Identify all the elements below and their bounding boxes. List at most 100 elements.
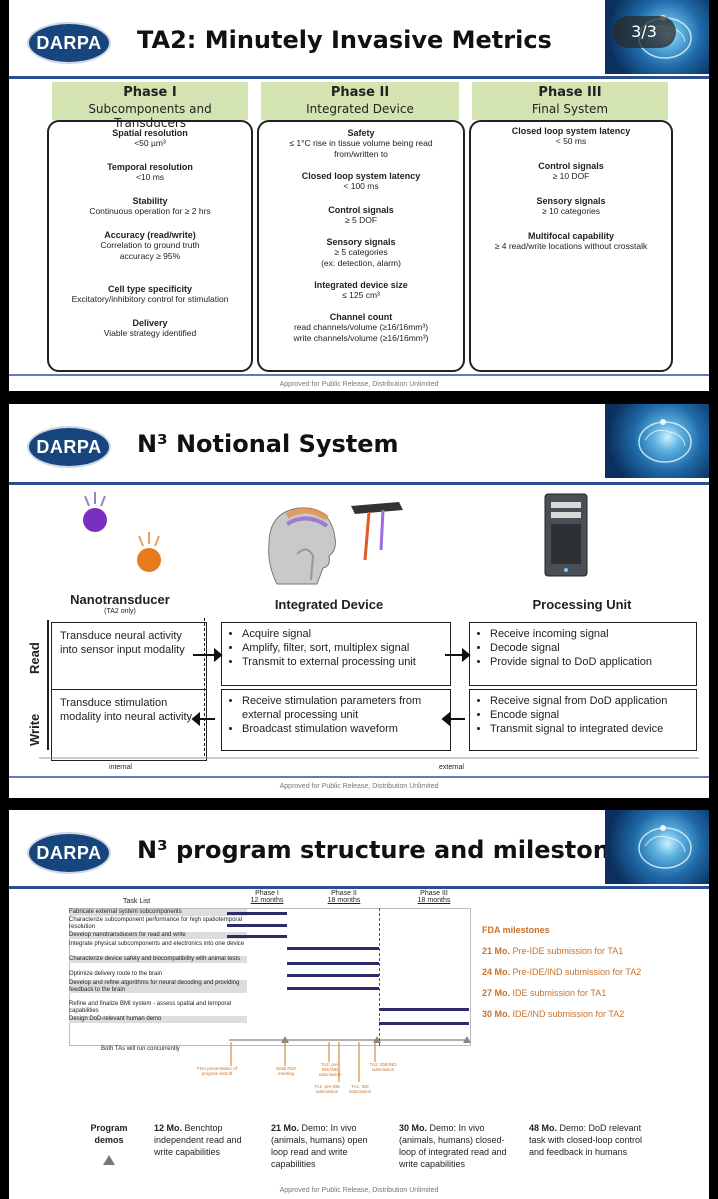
phase-1-subtitle: Subcomponents and Transducers [88,102,212,130]
fda-title: FDA milestones [482,925,550,935]
demo-month: 21 Mo. [271,1123,300,1133]
phase-duration: 12 months [250,897,284,904]
nanotransducer-icon [83,492,161,572]
phase-1-label: Phase I 12 months [237,890,297,904]
read-device-item: Transmit to external processing unit [242,655,446,669]
darpa-logo: DARPA [27,426,111,468]
slide-notional-system: DARPA N³ Notional System [9,404,709,798]
phase-duration: 18 months [417,897,451,904]
metric-value: Excitatory/inhibitory control for stimul… [71,294,229,304]
metric-value: Continuous operation for ≥ 2 hrs [89,206,211,216]
phase-duration: 18 months [327,897,361,904]
write-nano-box: Transduce stimulation modality into neur… [51,689,207,761]
phase-3-label: Phase III 18 months [399,890,469,904]
fda-month: 27 Mo. [482,988,511,998]
fda-text: IDE/IND submission for TA2 [512,1009,625,1019]
gantt-bar [379,1008,469,1011]
milestone-label: TA2: pre-IDE/IND submission [318,1062,342,1077]
metric-name: Control signals [538,161,604,171]
task-row: Design DoD-relevant human demo [69,1016,247,1023]
demo-text: Benchtop independent read and write capa… [154,1123,242,1157]
demo-month: 30 Mo. [399,1123,428,1133]
demo-text: Demo: In vivo (animals, humans) open loo… [271,1123,368,1169]
metric-value: Correlation to ground truth [100,240,200,250]
header-rule [9,886,709,889]
phase-3-metrics: Closed loop system latency < 50 ms Contr… [469,120,673,372]
read-nano-text: Transduce neural activity into sensor in… [60,630,185,656]
task-row: Develop and refine algorithms for neural… [69,980,247,993]
slide-title: N³ Notional System [137,430,399,458]
slide-program-structure: DARPA N³ program structure and milestone… [9,810,709,1199]
computer-icon [544,493,588,577]
write-proc-item: Encode signal [490,708,692,722]
task-row: Optimize delivery route to the brain [69,971,163,977]
demo-month: 48 Mo. [529,1123,558,1133]
metric-value: ≥ 10 categories [541,206,601,216]
metric-value: <50 µm³ [134,138,166,148]
gantt-bar [227,924,287,927]
phase-2-subtitle: Integrated Device [306,102,414,116]
read-device-box: Acquire signal Amplify, filter, sort, mu… [221,622,451,686]
internal-label: internal [109,764,132,771]
demo-item: 48 Mo. Demo: DoD relevant task with clos… [529,1122,647,1158]
metric-name: Safety [347,128,375,138]
external-label: external [439,764,464,771]
integrated-device-label: Integrated Device [274,597,384,612]
concurrent-note: Both TAs will run concurrently [101,1046,180,1052]
metric-name: Multifocal capability [527,231,614,241]
footer-text: Approved for Public Release, Distributio… [279,783,439,790]
read-proc-item: Decode signal [490,641,692,655]
metric-value: ≥ 5 categories [334,247,388,257]
phase-divider [379,908,380,1046]
ta2-only-label: (TA2 only) [104,608,136,615]
phase-3-header: Phase III Final System [472,82,668,120]
darpa-logo: DARPA [27,832,111,874]
slide-title: N³ program structure and milestones [137,836,641,864]
metric-name: Sensory signals [536,196,606,206]
milestone-markers [103,1036,471,1165]
demo-item: 21 Mo. Demo: In vivo (animals, humans) o… [271,1122,387,1170]
phase-3-subtitle: Final System [531,102,609,116]
phase-1-header: Phase I Subcomponents and Transducers [52,82,248,130]
metric-name: Sensory signals [326,237,396,247]
write-device-item: Broadcast stimulation waveform [242,722,446,736]
milestone-label: TA1: pre-IDE submission [314,1084,340,1094]
task-row: Integrate physical subcomponents and ele… [69,941,245,947]
phase-2-metrics: Safety ≤ 1°C rise in tissue volume being… [257,120,465,372]
phase-name: Phase III [420,890,448,897]
metric-name: Channel count [329,312,393,322]
phase-1-metrics: Spatial resolution <50 µm³ Temporal reso… [47,120,253,372]
metric-name: Spatial resolution [112,128,188,138]
gantt-bar [287,974,379,977]
phase-name: Phase I [255,890,279,897]
fda-milestone: 21 Mo. Pre-IDE submission for TA1 [482,946,623,956]
footer-rule [9,374,709,376]
program-demos-label: Program demos [90,1123,128,1145]
metric-name: Accuracy (read/write) [104,230,196,240]
metric-value: ≥ 4 read/write locations without crossta… [494,241,648,251]
header-rule [9,76,709,79]
gantt-bar [287,947,379,950]
darpa-logo: DARPA [27,22,111,64]
fda-text: Pre-IDE submission for TA1 [512,946,624,956]
metric-value: ≤ 1°C rise in tissue volume being read [289,138,433,148]
gantt-bar [287,987,379,990]
demo-item: 12 Mo. Benchtop independent read and wri… [154,1122,262,1158]
slide-ta2-metrics: DARPA TA2: Minutely Invasive Metrics Pha… [9,0,709,391]
phase-name: Phase II [331,890,357,897]
nanotransducer-label: Nanotransducer [70,592,170,607]
page-indicator[interactable]: 3/3 [612,16,676,48]
demo-text: Demo: DoD relevant task with closed-loop… [529,1123,643,1157]
head-icon [268,507,336,585]
metric-name: Closed loop system latency [301,171,421,181]
write-proc-item: Transmit signal to integrated device [490,722,692,736]
read-proc-item: Provide signal to DoD application [490,655,692,669]
metric-name: Temporal resolution [107,162,193,172]
metric-value: accuracy ≥ 95% [119,251,181,261]
metric-value: (ex: detection, alarm) [321,258,401,268]
read-proc-item: Receive incoming signal [490,627,692,641]
metric-value: read channels/volume (≥16/16mm³) [293,322,429,332]
gantt-bar [227,935,287,938]
write-device-item: Receive stimulation parameters from exte… [242,694,446,722]
task-row: Refine and finalize BMI system - assess … [69,1001,232,1014]
